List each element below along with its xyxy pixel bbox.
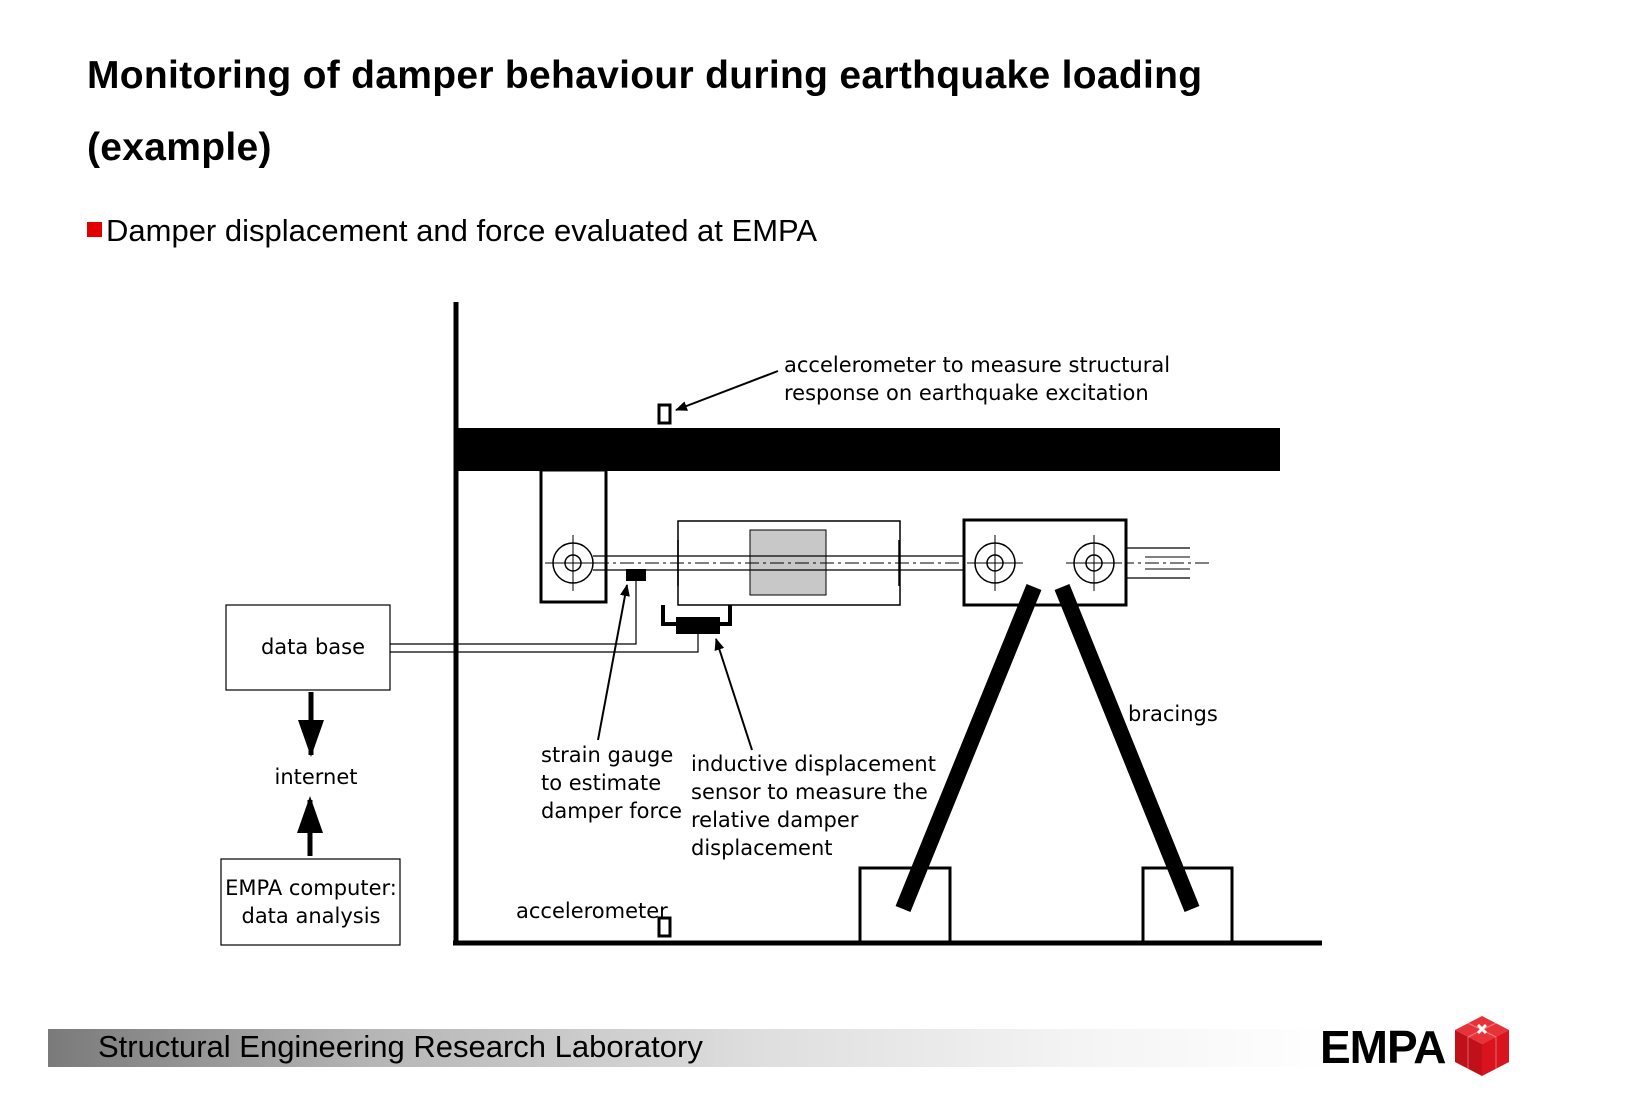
bullet-item: Damper displacement and force evaluated …	[87, 213, 817, 249]
bracing-left	[895, 583, 1042, 913]
strain-gauge-label-2: to estimate	[541, 771, 661, 795]
footer-lab-name: Structural Engineering Research Laborato…	[98, 1029, 703, 1064]
top-accelerometer	[657, 403, 672, 425]
title-line-1: Monitoring of damper behaviour during ea…	[87, 54, 1203, 97]
inductive-sensor-arrow	[714, 638, 753, 751]
bullet-square-icon	[87, 222, 102, 238]
strain-gauge	[626, 569, 646, 581]
empa-logo-text: EMPA	[1320, 1021, 1446, 1073]
data-base-label: data base	[261, 635, 365, 659]
slide-title: Monitoring of damper behaviour during ea…	[87, 40, 1487, 184]
inductive-label-1: inductive displacement	[691, 752, 936, 776]
top-accelerometer-arrow	[675, 370, 779, 411]
strain-gauge-label-1: strain gauge	[541, 743, 673, 767]
arrow-head-up-icon	[297, 796, 323, 833]
inductive-label-2: sensor to measure the	[691, 780, 928, 804]
top-accelerometer-label-2: response on earthquake excitation	[784, 381, 1149, 405]
bullet-text: Damper displacement and force evaluated …	[106, 213, 818, 248]
footer-bar	[48, 1029, 1338, 1067]
empa-computer-box	[220, 858, 401, 946]
title-line-2: (example)	[87, 126, 272, 169]
inductive-sensor	[676, 617, 720, 634]
bottom-accelerometer-label: accelerometer	[516, 899, 668, 923]
floor-beam	[454, 428, 1280, 471]
strain-gauge-arrow	[597, 584, 630, 741]
cable-strain-gauge	[390, 581, 637, 645]
bracing-right	[1054, 584, 1200, 912]
inductive-label-3: relative damper	[691, 808, 859, 832]
bracings-label: bracings	[1128, 702, 1218, 726]
foundation-left	[858, 866, 952, 945]
empa-computer-label-2: data analysis	[241, 904, 380, 928]
strain-gauge-label-3: damper force	[541, 799, 682, 823]
top-accelerometer-label-1: accelerometer to measure structural	[784, 353, 1170, 377]
sensor-bracket	[661, 605, 676, 626]
left-pin-icon	[545, 535, 601, 591]
empa-cube-icon	[1455, 1016, 1509, 1076]
bottom-accelerometer	[657, 916, 672, 938]
middle-pin-icon	[967, 535, 1023, 591]
arrow-head-down-icon	[298, 720, 324, 757]
empa-computer-label-1: EMPA computer:	[225, 876, 397, 900]
cable-inductive-sensor	[390, 634, 699, 653]
sensor-bracket-right	[720, 605, 732, 626]
inductive-label-4: displacement	[691, 836, 833, 860]
internet-label: internet	[274, 765, 357, 789]
right-pin-icon	[1066, 535, 1122, 591]
foundation-right	[1141, 866, 1234, 945]
data-base-box	[225, 604, 391, 691]
